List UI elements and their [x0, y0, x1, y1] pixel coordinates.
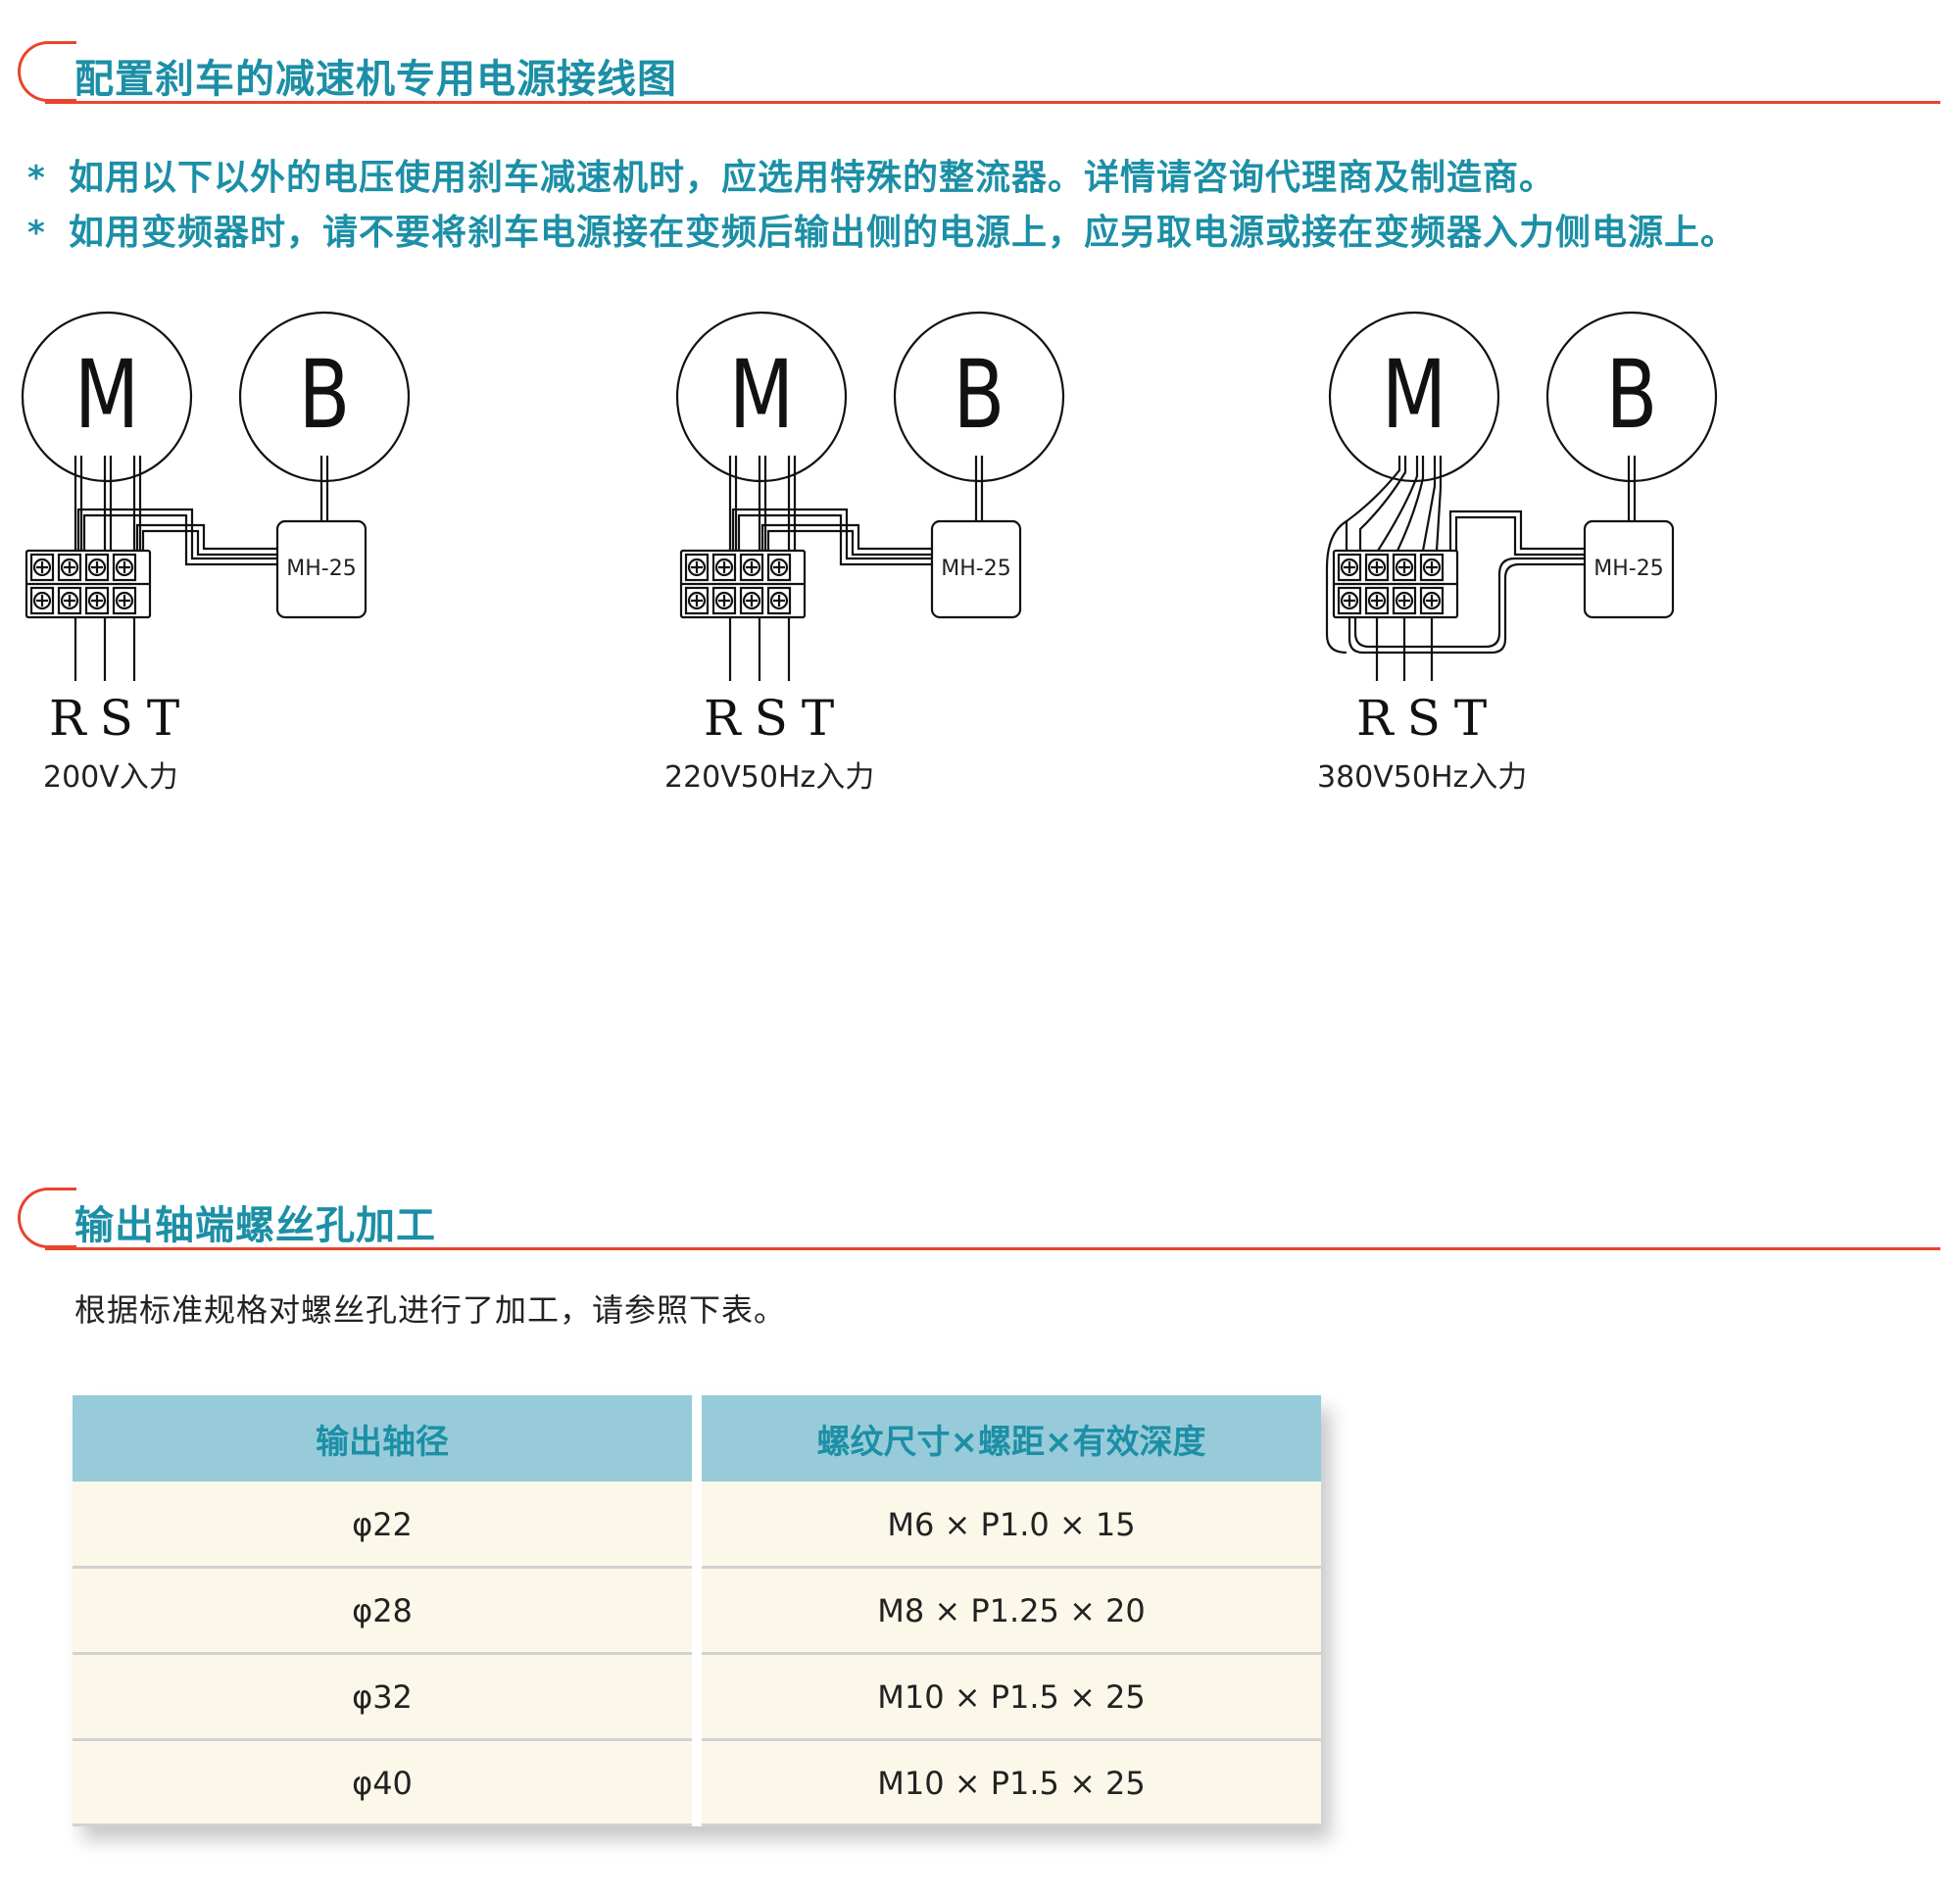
rectifier-box [930, 519, 1022, 619]
brake-label: B [298, 340, 351, 450]
table-row: φ22 M6 × P1.0 × 15 [73, 1481, 1321, 1567]
voltage-caption: 220V50Hz入力 [664, 760, 875, 795]
motor-circle [675, 311, 848, 483]
shaft-diameter-cell: φ28 [352, 1591, 413, 1629]
header-rule [45, 101, 1940, 104]
phase-labels: RST [49, 690, 194, 747]
motor-circle [21, 311, 193, 483]
asterisk-icon: * [27, 159, 46, 198]
phase-labels: RST [704, 690, 849, 747]
section-title: 输出轴端螺丝孔加工 [74, 1203, 436, 1248]
asterisk-icon: * [27, 214, 46, 253]
header-rule [45, 1247, 1940, 1250]
wiring-diagram-graphic [1325, 311, 1718, 681]
thread-intro-text: 根据标准规格对螺丝孔进行了加工，请参照下表。 [74, 1291, 787, 1329]
motor-label: M [74, 340, 140, 450]
note-text: 如用以下以外的电压使用刹车减速机时，应选用特殊的整流器。详情请咨询代理商及制造商… [69, 158, 1556, 198]
note-text: 如用变频器时，请不要将刹车电源接在变频后输出侧的电源上，应另取电源或接在变频器入… [69, 213, 1738, 253]
motor-label: M [1381, 340, 1447, 450]
table-row: φ32 M10 × P1.5 × 25 [73, 1654, 1321, 1739]
wiring-diagram-graphic [21, 311, 411, 681]
wiring-diagram-380v: M B MH-25 RST 380V50Hz入力 [1317, 304, 1748, 795]
thread-spec-cell: M10 × P1.5 × 25 [877, 1677, 1146, 1716]
wiring-diagram-graphic [675, 311, 1065, 681]
brake-label: B [953, 340, 1005, 450]
thread-spec-cell: M6 × P1.0 × 15 [887, 1505, 1136, 1543]
voltage-caption: 200V入力 [43, 760, 178, 795]
rectifier-box [1583, 519, 1675, 619]
note-item: * 如用以下以外的电压使用刹车减速机时，应选用特殊的整流器。详情请咨询代理商及制造… [27, 149, 1555, 200]
rectifier-box [275, 519, 368, 619]
table-header: 输出轴径 螺纹尺寸×螺距×有效深度 [73, 1395, 1321, 1481]
brake-circle [238, 311, 411, 483]
motor-label: M [728, 340, 795, 450]
brake-label: B [1605, 340, 1658, 450]
table-row: φ28 M8 × P1.25 × 20 [73, 1568, 1321, 1653]
column-header-thread-spec: 螺纹尺寸×螺距×有效深度 [702, 1395, 1321, 1481]
voltage-caption: 380V50Hz入力 [1317, 760, 1528, 795]
phase-labels: RST [1356, 690, 1501, 747]
wiring-section-header: 配置刹车的减速机专用电源接线图 [18, 35, 1940, 104]
note-item: * 如用变频器时，请不要将刹车电源接在变频后输出侧的电源上，应另取电源或接在变频器… [27, 204, 1737, 255]
thread-section-header: 输出轴端螺丝孔加工 [18, 1182, 1940, 1250]
header-bracket-decoration [18, 1188, 76, 1248]
rectifier-label: MH-25 [941, 557, 1011, 581]
shaft-diameter-cell: φ40 [352, 1764, 413, 1802]
brake-circle [893, 311, 1065, 483]
table-row: φ40 M10 × P1.5 × 25 [73, 1740, 1321, 1825]
shaft-diameter-cell: φ22 [352, 1505, 413, 1543]
section-title: 配置刹车的减速机专用电源接线图 [74, 57, 677, 102]
brake-circle [1545, 311, 1718, 483]
rectifier-label: MH-25 [286, 557, 357, 581]
thread-spec-cell: M8 × P1.25 × 20 [877, 1591, 1146, 1629]
header-bracket-decoration [18, 41, 76, 102]
rectifier-label: MH-25 [1593, 557, 1664, 581]
shaft-diameter-cell: φ32 [352, 1677, 413, 1716]
thread-spec-cell: M10 × P1.5 × 25 [877, 1764, 1146, 1802]
wiring-diagram-220v: M B MH-25 RST 220V50Hz入力 [664, 304, 1096, 795]
wiring-diagram-200v: M B MH-25 RST 200V入力 [10, 304, 441, 795]
column-header-shaft-diameter: 输出轴径 [73, 1395, 692, 1481]
thread-spec-table: 输出轴径 螺纹尺寸×螺距×有效深度 φ22 M6 × P1.0 × 15 φ28… [73, 1395, 1321, 1826]
column-divider [692, 1395, 702, 1826]
